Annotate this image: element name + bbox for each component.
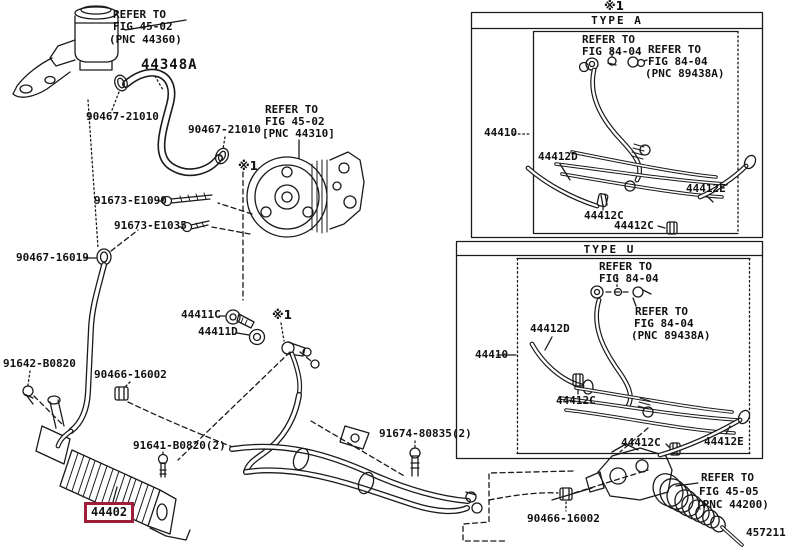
panel-u-tubes-art	[496, 275, 751, 458]
part-label-44410-type-u[interactable]: 44410	[475, 348, 509, 361]
note-gear-line2: FIG 45-05	[699, 485, 759, 498]
part-label-44411c[interactable]: 44411C	[181, 308, 221, 321]
pump-art	[211, 139, 365, 301]
part-label-90466-16002-right[interactable]: 90466-16002	[527, 512, 600, 525]
note-reservoir-line2: FIG 45-02	[113, 20, 173, 33]
note-panel-u-side-line3: (PNC 89438A)	[631, 329, 711, 342]
cooler-44402-art	[35, 351, 291, 541]
note-gear-line3: (PNC 44200)	[696, 498, 769, 511]
part-label-90467-21010-upper[interactable]: 90467-21010	[86, 110, 159, 123]
reference-mark-pump: ※1	[238, 159, 259, 173]
part-label-44348a[interactable]: 44348A	[141, 57, 198, 73]
panel-a-title: TYPE A	[591, 14, 643, 27]
part-label-44412c-type-a-1[interactable]: 44412C	[584, 209, 624, 222]
bolt-91642-b0820-art	[22, 370, 63, 425]
note-reservoir-line3: (PNC 44360)	[109, 33, 182, 46]
union-44411-art	[218, 309, 320, 398]
note-reservoir-line1: REFER TO	[113, 8, 166, 21]
note-panel-u-side-line2: FIG 84-04	[634, 317, 694, 330]
part-label-44411d[interactable]: 44411D	[198, 325, 238, 338]
note-panel-a-side-line2: FIG 84-04	[648, 55, 708, 68]
part-label-90467-16019[interactable]: 90467-16019	[16, 251, 89, 264]
part-label-90467-21010-lower[interactable]: 90467-21010	[188, 123, 261, 136]
part-label-91674-80835[interactable]: 91674-80835(2)	[379, 427, 472, 440]
reference-mark-panel-a: ※1	[604, 0, 625, 13]
part-label-44412c-type-a-2[interactable]: 44412C	[614, 219, 654, 232]
part-label-44412d-type-u[interactable]: 44412D	[530, 322, 570, 335]
panel-u-title: TYPE U	[583, 243, 636, 256]
clip-90466-16002-left-art	[114, 381, 236, 449]
part-label-44412d-type-a[interactable]: 44412D	[538, 150, 578, 163]
note-panel-u-top-line2: FIG 84-04	[599, 272, 659, 285]
part-label-44402-highlighted[interactable]: 44402	[84, 502, 135, 523]
zone-boundary-art	[462, 469, 649, 542]
part-label-44412e-type-u[interactable]: 44412E	[704, 435, 744, 448]
note-panel-a-side-line3: (PNC 89438A)	[645, 67, 725, 80]
note-pump-line1: REFER TO	[265, 103, 318, 116]
part-label-44412c-type-u-1[interactable]: 44412C	[556, 394, 596, 407]
steering-gear-art	[551, 443, 744, 547]
part-label-91641-b0820[interactable]: 91641-B0820(2)	[133, 439, 226, 452]
part-label-90466-16002-left[interactable]: 90466-16002	[94, 368, 167, 381]
figure-code: 457211	[746, 526, 786, 539]
note-panel-a-top-line2: FIG 84-04	[582, 45, 642, 58]
bolt-91673-e1035-art	[179, 220, 210, 233]
bolt-91673-e1090-art	[159, 192, 213, 207]
reference-mark-union: ※1	[272, 308, 293, 322]
part-label-44412c-type-u-2[interactable]: 44412C	[621, 436, 661, 449]
return-tube-art	[68, 229, 139, 434]
note-pump-line2: FIG 45-02	[265, 115, 325, 128]
reservoir-art	[12, 5, 187, 249]
part-label-44410-type-a[interactable]: 44410	[484, 126, 518, 139]
note-panel-a-side-line1: REFER TO	[648, 43, 701, 56]
note-panel-a-top-line1: REFER TO	[582, 33, 635, 46]
pressure-tubes-art	[229, 392, 483, 515]
part-label-91642-b0820[interactable]: 91642-B0820	[3, 357, 76, 370]
part-label-91673-e1035[interactable]: 91673-E1035	[114, 219, 187, 232]
hose-44348a-art	[111, 68, 230, 177]
part-label-44412e-type-a[interactable]: 44412E	[686, 182, 726, 195]
note-pump-line3: [PNC 44310]	[262, 127, 335, 140]
note-gear-line1: REFER TO	[701, 471, 754, 484]
note-panel-u-side-line1: REFER TO	[635, 305, 688, 318]
part-label-91673-e1090[interactable]: 91673-E1090	[94, 194, 167, 207]
panel-a-tubes-art	[513, 49, 757, 235]
note-panel-u-top-line1: REFER TO	[599, 260, 652, 273]
